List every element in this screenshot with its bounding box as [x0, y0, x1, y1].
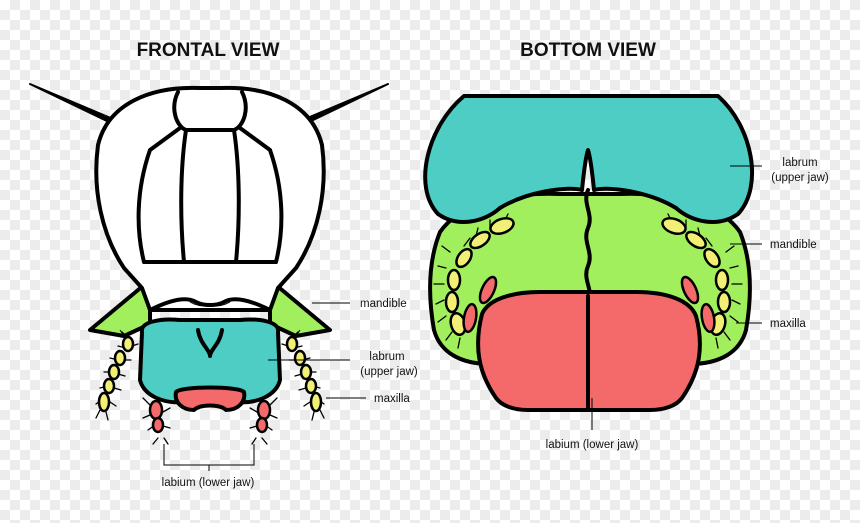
- bottom-right-maxilla: [661, 213, 743, 349]
- frontal-clypeus: [148, 297, 272, 312]
- frontal-left-labial-palp: [142, 397, 171, 445]
- frontal-head-capsule: [94, 85, 326, 312]
- bottom-left-labial-palp: [462, 275, 498, 334]
- frontal-labium: [173, 385, 247, 412]
- frontal-view-title: FRONTAL VIEW: [137, 40, 280, 61]
- bottom-labrum-label-line2: (upper jaw): [771, 172, 829, 184]
- frontal-mandible-label: mandible: [360, 298, 407, 310]
- frontal-left-maxilla: [95, 331, 139, 421]
- frontal-labrum-notch: [196, 328, 224, 358]
- frontal-maxilla-label: maxilla: [374, 393, 410, 405]
- bottom-maxilla-label: maxilla: [770, 318, 806, 330]
- frontal-right-maxilla: [281, 331, 325, 421]
- bottom-left-maxilla: [433, 213, 515, 349]
- bottom-view: BOTTOM VIEW: [423, 40, 829, 451]
- frontal-labium-bracket: [163, 444, 255, 471]
- frontal-labrum-label-line1: labrum: [369, 351, 404, 363]
- bottom-labium-label: labium (lower jaw): [546, 439, 639, 451]
- frontal-clypeus-mark: [189, 301, 231, 307]
- frontal-head-sutures: [136, 90, 284, 264]
- bottom-mandible-label: mandible: [770, 239, 817, 251]
- bottom-labrum-label-line1: labrum: [782, 157, 817, 169]
- frontal-right-labial-palp: [249, 397, 278, 445]
- frontal-labrum: [138, 317, 282, 405]
- bottom-median-suture: [584, 188, 592, 302]
- frontal-labium-label: labium (lower jaw): [162, 477, 255, 489]
- bottom-right-labial-palp: [680, 275, 716, 334]
- mandible-teeth-lines: [119, 329, 301, 337]
- frontal-labrum-label-line2: (upper jaw): [360, 366, 418, 378]
- frontal-view: FRONTAL VIEW: [29, 40, 418, 489]
- bottom-view-title: BOTTOM VIEW: [520, 40, 656, 61]
- bottom-labrum: [423, 94, 755, 224]
